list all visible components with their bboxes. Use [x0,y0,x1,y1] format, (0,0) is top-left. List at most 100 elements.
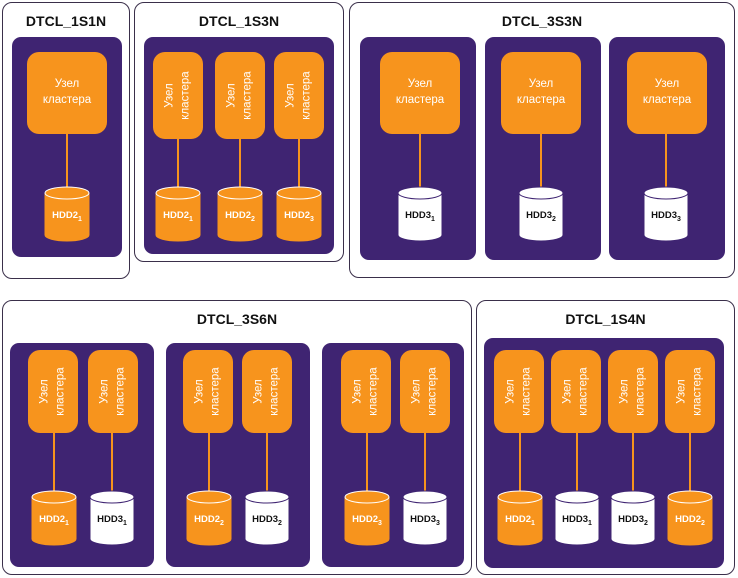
cluster-node: Узел кластера [501,52,581,134]
cluster-node-label: Узел кластера [642,78,692,106]
link-line [424,433,426,492]
hdd-disk-icon: HDD21 [155,186,201,242]
hdd-disk-icon: HDD33 [643,186,689,242]
hdd-label: HDD22 [667,514,713,527]
hdd-label-index: 1 [64,519,69,527]
link-line [519,433,521,492]
cluster-node: Узел кластера [242,350,292,433]
hdd-label-base: HDD3 [562,514,588,525]
hdd-label-base: HDD3 [410,514,436,525]
cluster-node: Узел кластера [665,350,715,433]
hdd-disk-icon: HDD21 [497,490,543,546]
hdd-label-base: HDD2 [225,210,251,221]
hdd-label: HDD31 [89,514,135,527]
cluster-node: Узел кластера [153,52,203,139]
link-line [366,433,368,492]
link-line [111,433,113,492]
link-line [177,139,179,188]
hdd-label-base: HDD3 [526,210,552,221]
hdd-label-base: HDD2 [352,514,378,525]
cluster-node: Узел кластера [341,350,391,433]
cluster-node: Узел кластера [400,350,450,433]
hdd-disk-icon: HDD21 [44,186,90,242]
hdd-label: HDD21 [31,514,77,527]
cluster-node-label: Узел кластера [38,367,66,416]
cluster-node-label: Узел кластера [395,78,445,106]
hdd-disk-icon: HDD22 [667,490,713,546]
hdd-label-base: HDD3 [405,210,431,221]
hdd-label: HDD22 [217,210,263,223]
cluster-node-label: Узел кластера [504,367,532,416]
hdd-disk-icon: HDD22 [217,186,263,242]
hdd-disk-icon: HDD33 [402,490,448,546]
link-line [689,433,691,492]
cluster-node-label: Узел кластера [225,71,253,120]
section-title: DTCL_1S3N [198,13,280,29]
cluster-node-label: Узел кластера [163,71,191,120]
hdd-label: HDD23 [276,210,322,223]
hdd-label-base: HDD2 [194,514,220,525]
hdd-label-index: 1 [122,519,127,527]
hdd-label: HDD33 [402,514,448,527]
hdd-label-index: 3 [377,519,382,527]
cluster-node: Узел кластера [183,350,233,433]
hdd-label-index: 2 [250,215,255,223]
hdd-disk-icon: HDD22 [186,490,232,546]
hdd-label-index: 3 [676,215,681,223]
cluster-node: Узел кластера [274,52,324,139]
link-line [266,433,268,492]
cluster-node: Узел кластера [494,350,544,433]
hdd-label: HDD21 [44,210,90,223]
hdd-label: HDD32 [610,514,656,527]
hdd-disk-icon: HDD32 [610,490,656,546]
cluster-node-label: Узел кластера [618,367,646,416]
hdd-label-index: 2 [700,519,705,527]
hdd-label-base: HDD3 [618,514,644,525]
cluster-node: Узел кластера [28,350,78,433]
link-line [632,433,634,492]
hdd-label-index: 1 [587,519,592,527]
hdd-label-index: 1 [530,519,535,527]
hdd-label-index: 1 [188,215,193,223]
cluster-node-label: Узел кластера [516,78,566,106]
hdd-label-base: HDD2 [284,210,310,221]
link-line [53,433,55,492]
cluster-node: Узел кластера [380,52,460,134]
link-line [66,134,68,188]
hdd-disk-icon: HDD21 [31,490,77,546]
cluster-node-label: Узел кластера [351,367,379,416]
hdd-disk-icon: HDD32 [518,186,564,242]
hdd-label-base: HDD2 [505,514,531,525]
hdd-label: HDD21 [155,210,201,223]
hdd-label-base: HDD3 [97,514,123,525]
hdd-label-index: 2 [643,519,648,527]
hdd-label-index: 2 [551,215,556,223]
hdd-disk-icon: HDD32 [244,490,290,546]
hdd-label-base: HDD2 [52,210,78,221]
hdd-label-index: 3 [309,215,314,223]
hdd-disk-icon: HDD31 [554,490,600,546]
link-line [208,433,210,492]
section-title: DTCL_3S6N [196,311,278,327]
hdd-disk-icon: HDD31 [89,490,135,546]
cluster-node-label: Узел кластера [98,367,126,416]
hdd-label-index: 1 [430,215,435,223]
hdd-label: HDD31 [397,210,443,223]
section-title: DTCL_3S3N [501,13,583,29]
section-title: DTCL_1S4N [565,311,646,327]
link-line [576,433,578,492]
cluster-node: Узел кластера [608,350,658,433]
cluster-node-label: Узел кластера [675,367,703,416]
link-line [665,134,667,188]
hdd-label-base: HDD3 [252,514,278,525]
link-line [540,134,542,188]
hdd-label: HDD32 [518,210,564,223]
hdd-label-index: 2 [219,519,224,527]
hdd-label-index: 1 [77,215,82,223]
hdd-label-base: HDD2 [39,514,65,525]
cluster-node: Узел кластера [627,52,707,134]
cluster-node-label: Узел кластера [284,71,312,120]
cluster-node: Узел кластера [215,52,265,139]
hdd-label: HDD32 [244,514,290,527]
hdd-label-base: HDD2 [163,210,189,221]
